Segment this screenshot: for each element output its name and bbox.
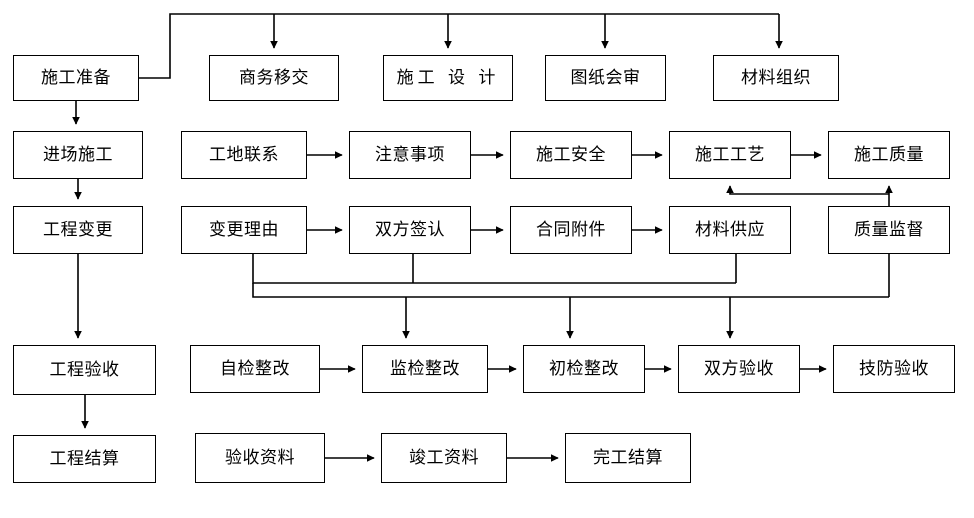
node-n6[interactable]: 进场施工 [13, 131, 143, 179]
node-label: 材料组织 [741, 67, 811, 88]
node-label: 注意事项 [375, 144, 445, 165]
node-label: 施工质量 [854, 144, 924, 165]
node-label: 验收资料 [225, 447, 295, 468]
node-label: 监检整改 [390, 358, 460, 379]
node-label: 工地联系 [209, 144, 279, 165]
node-label: 竣工资料 [409, 447, 479, 468]
node-label: 质量监督 [854, 219, 924, 240]
node-label: 合同附件 [536, 219, 606, 240]
node-label: 初检整改 [549, 358, 619, 379]
node-n8[interactable]: 注意事项 [349, 131, 471, 179]
node-label: 材料供应 [695, 219, 765, 240]
edge-rail-2 [252, 283, 889, 298]
node-n25[interactable]: 验收资料 [195, 433, 325, 483]
node-label: 双方签认 [375, 219, 445, 240]
node-label: 进场施工 [43, 144, 113, 165]
node-label: 施工安全 [536, 144, 606, 165]
node-label: 变更理由 [209, 219, 279, 240]
node-label: 自检整改 [220, 358, 290, 379]
node-n26[interactable]: 竣工资料 [381, 433, 507, 483]
node-n5[interactable]: 材料组织 [713, 55, 839, 101]
node-n1[interactable]: 施工准备 [13, 55, 139, 101]
node-label: 工程变更 [43, 219, 113, 240]
node-label: 施工准备 [41, 67, 111, 88]
node-label: 完工结算 [593, 447, 663, 468]
node-n14[interactable]: 双方签认 [349, 206, 471, 254]
node-n10[interactable]: 施工工艺 [669, 131, 791, 179]
node-n19[interactable]: 自检整改 [190, 345, 320, 393]
node-label: 技防验收 [859, 358, 929, 379]
node-label: 双方验收 [704, 358, 774, 379]
node-label: 施工 设 计 [396, 67, 500, 88]
node-n20[interactable]: 监检整改 [362, 345, 488, 393]
node-label: 施工工艺 [695, 144, 765, 165]
node-label: 商务移交 [239, 67, 309, 88]
node-n13[interactable]: 变更理由 [181, 206, 307, 254]
node-label: 图纸会审 [570, 67, 641, 88]
node-n11[interactable]: 施工质量 [828, 131, 950, 179]
node-n4[interactable]: 图纸会审 [545, 55, 666, 101]
node-label: 工程验收 [49, 359, 120, 380]
node-n3[interactable]: 施工 设 计 [383, 55, 513, 101]
node-n22[interactable]: 双方验收 [678, 345, 800, 393]
node-n16[interactable]: 材料供应 [669, 206, 791, 254]
node-label: 工程结算 [49, 448, 120, 469]
node-n21[interactable]: 初检整改 [523, 345, 645, 393]
node-n12[interactable]: 工程变更 [13, 206, 143, 254]
edge-reason-down [252, 254, 736, 284]
node-n18[interactable]: 工程验收 [13, 345, 156, 395]
node-n15[interactable]: 合同附件 [510, 206, 632, 254]
node-n24[interactable]: 工程结算 [13, 435, 156, 483]
node-n9[interactable]: 施工安全 [510, 131, 632, 179]
node-n23[interactable]: 技防验收 [833, 345, 955, 393]
node-n27[interactable]: 完工结算 [565, 433, 691, 483]
edge-prep-to-bus [139, 13, 779, 79]
node-n7[interactable]: 工地联系 [181, 131, 307, 179]
node-n17[interactable]: 质量监督 [828, 206, 950, 254]
node-n2[interactable]: 商务移交 [209, 55, 339, 101]
edge-supervision-branch-to-craft [726, 185, 889, 195]
